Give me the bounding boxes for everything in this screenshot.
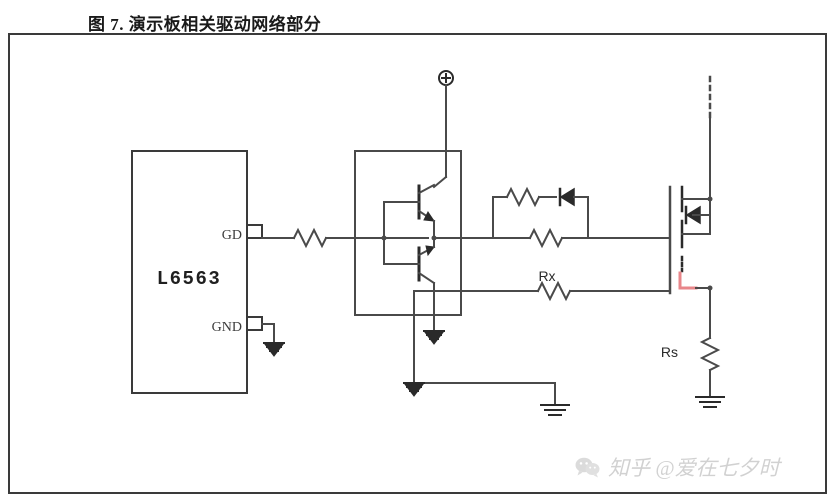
resistor-turnoff bbox=[505, 186, 541, 208]
pin-box-gd bbox=[246, 224, 263, 239]
resistor-rx bbox=[536, 280, 572, 302]
wire-pnp-base-in bbox=[383, 237, 420, 265]
ground-symbol-rs bbox=[695, 396, 725, 408]
ic-body-l6563 bbox=[131, 150, 248, 394]
diagram-frame: L6563 GD GND Rx Rs bbox=[8, 33, 827, 494]
resistor-gate-series bbox=[528, 227, 564, 249]
pnp-emitter-arrow bbox=[425, 245, 435, 257]
supply-plus-icon bbox=[441, 73, 451, 83]
junction-drain bbox=[707, 196, 713, 202]
junction-driver-input bbox=[381, 235, 387, 241]
diode-body bbox=[559, 187, 575, 207]
resistor-gate bbox=[292, 227, 328, 249]
figure-title: 图 7. 演示板相关驱动网络部分 bbox=[88, 15, 322, 34]
wire-npn-collector bbox=[432, 175, 448, 189]
junction-driver-output bbox=[431, 235, 437, 241]
pnp-collector-lead bbox=[417, 271, 436, 285]
wire-bottom-bus bbox=[413, 374, 556, 406]
npn-collector-lead bbox=[417, 183, 436, 195]
pin-label-gnd: GND bbox=[212, 320, 242, 335]
wire-mosfet-drain bbox=[681, 116, 711, 200]
npn-emitter-arrow bbox=[423, 211, 436, 222]
pin-label-gd: GD bbox=[222, 228, 242, 243]
wire-ic-gnd bbox=[261, 323, 275, 344]
driver-stage-box bbox=[354, 150, 462, 316]
circuit-schematic: L6563 GD GND Rx Rs bbox=[131, 70, 725, 416]
component-label-rs: Rs bbox=[661, 344, 678, 360]
resistor-rs bbox=[699, 336, 721, 372]
wire-mosfet-source bbox=[695, 287, 711, 339]
wire-upper-branch-left bbox=[492, 196, 508, 239]
ground-triangle-bus-left bbox=[402, 382, 426, 397]
ground-triangle-ic bbox=[262, 342, 286, 357]
junction-source bbox=[707, 285, 713, 291]
component-label-rx: Rx bbox=[538, 268, 555, 284]
wire-bodydiode-top bbox=[681, 198, 711, 235]
ground-symbol-bus-right bbox=[540, 404, 570, 416]
wire-npn-base-in bbox=[383, 201, 420, 239]
ground-triangle-driver bbox=[422, 330, 446, 345]
ic-label: L6563 bbox=[157, 268, 222, 290]
pin-box-gnd bbox=[246, 316, 263, 331]
